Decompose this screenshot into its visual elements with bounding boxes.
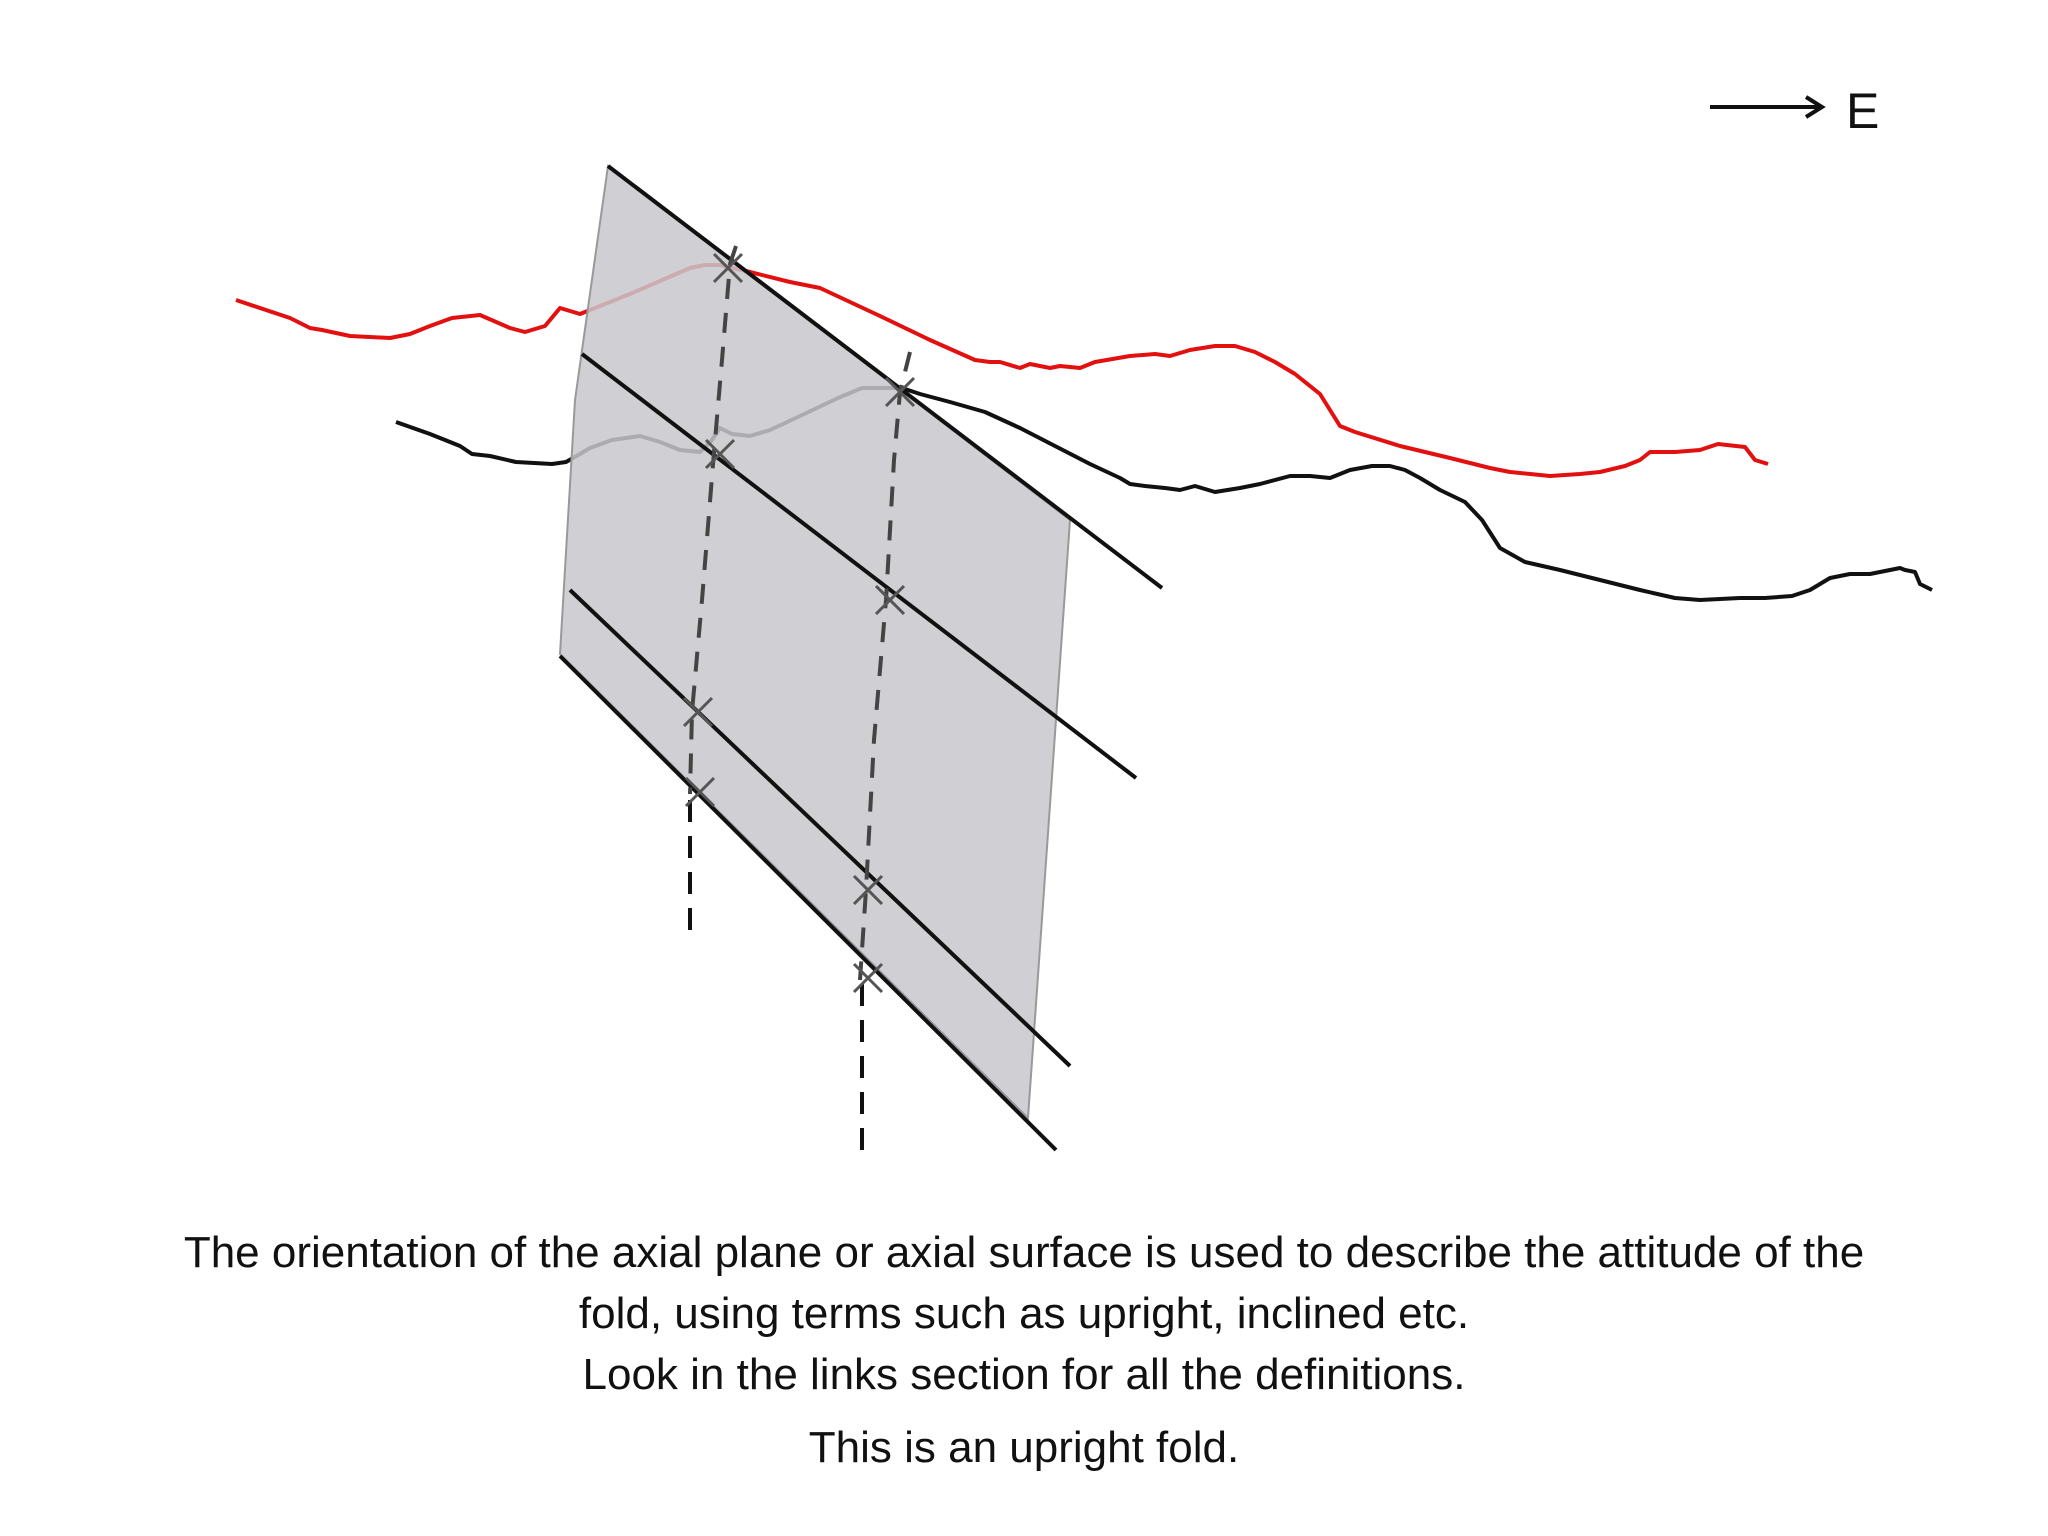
layer-line-1 [606, 164, 1164, 590]
hinge-marker [682, 696, 714, 728]
caption: The orientation of the axial plane or ax… [0, 1222, 2048, 1478]
upper-surface-trace [235, 263, 1769, 478]
layer-line-4 [558, 654, 1058, 1152]
layer-line-3 [568, 588, 1072, 1068]
axial-plane [558, 164, 1072, 1121]
hinge-marker [852, 962, 884, 994]
hinge-marker [704, 438, 736, 470]
hinge-marker [884, 376, 916, 408]
hinge-marker [712, 252, 744, 284]
hinge-point-markers [682, 252, 916, 994]
hinge-marker [852, 874, 884, 906]
caption-line-2: fold, using terms such as upright, incli… [578, 1289, 1470, 1338]
caption-line-3: Look in the links section for all the de… [582, 1350, 1466, 1399]
compass-direction-label: E [1846, 83, 1880, 139]
caption-line-4: This is an upright fold. [808, 1423, 1240, 1472]
caption-line-1: The orientation of the axial plane or ax… [183, 1228, 1865, 1277]
east-arrow-icon [1710, 95, 1826, 119]
hinge-marker [684, 776, 716, 808]
layer-line-2 [580, 352, 1138, 780]
hinge-marker [874, 584, 906, 616]
